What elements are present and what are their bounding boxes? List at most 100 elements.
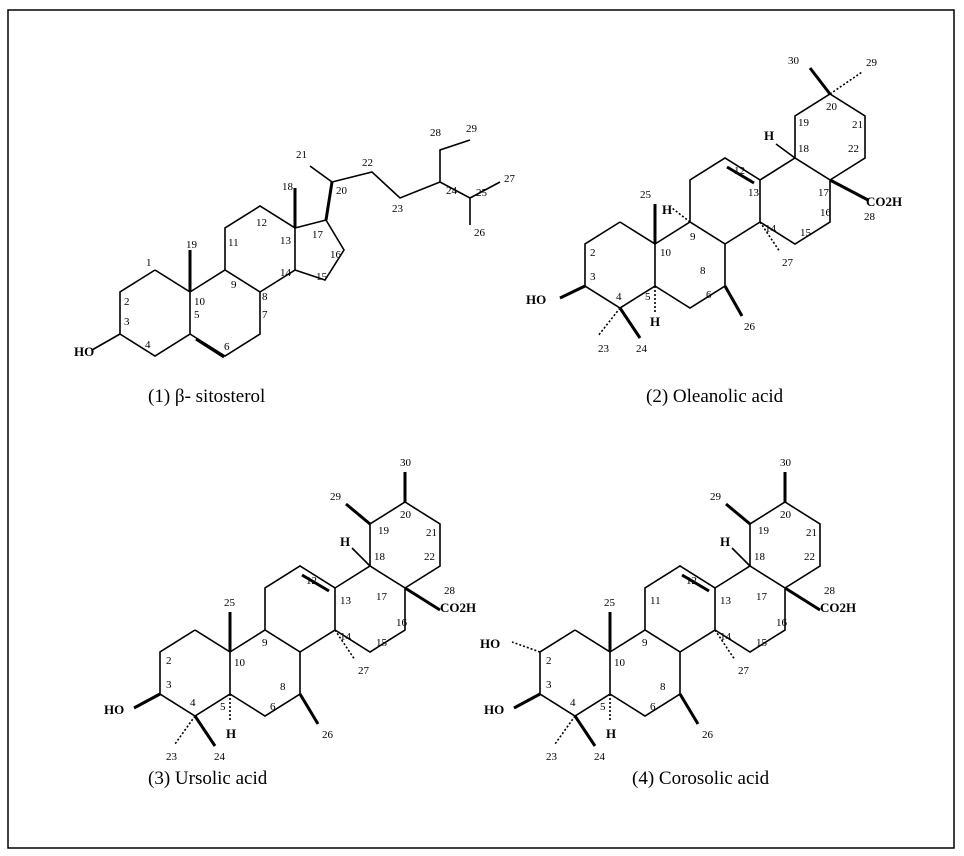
svg-text:1: 1 [146, 257, 152, 269]
svg-text:29: 29 [866, 57, 878, 69]
carboxyl-label: CO2H [440, 600, 476, 615]
svg-text:19: 19 [186, 239, 198, 251]
svg-text:18: 18 [798, 143, 810, 155]
svg-text:20: 20 [826, 101, 838, 113]
svg-text:16: 16 [330, 249, 342, 261]
svg-text:3: 3 [546, 679, 552, 691]
svg-text:8: 8 [700, 265, 706, 277]
svg-text:26: 26 [474, 227, 486, 239]
svg-text:22: 22 [362, 157, 373, 169]
svg-text:10: 10 [194, 296, 206, 308]
svg-text:9: 9 [690, 231, 696, 243]
svg-text:23: 23 [598, 343, 610, 355]
caption-ursolic-acid: (3) Ursolic acid [148, 768, 268, 789]
svg-text:24: 24 [446, 185, 458, 197]
svg-text:20: 20 [336, 185, 348, 197]
svg-text:23: 23 [546, 751, 558, 763]
svg-text:25: 25 [640, 189, 652, 201]
svg-text:16: 16 [396, 617, 408, 629]
svg-text:12: 12 [256, 217, 267, 229]
svg-text:3: 3 [166, 679, 172, 691]
hydroxyl-label: HO [526, 292, 546, 307]
svg-text:29: 29 [330, 491, 342, 503]
svg-text:2: 2 [124, 296, 130, 308]
svg-text:27: 27 [358, 665, 370, 677]
hydrogen-label: H [720, 534, 730, 549]
svg-text:5: 5 [194, 309, 200, 321]
svg-text:27: 27 [504, 173, 516, 185]
svg-text:22: 22 [848, 143, 859, 155]
svg-text:4: 4 [190, 697, 196, 709]
svg-text:3: 3 [590, 271, 596, 283]
svg-text:26: 26 [322, 729, 334, 741]
structure-beta-sitosterol [91, 139, 501, 359]
svg-text:27: 27 [782, 257, 794, 269]
hydrogen-label: H [340, 534, 350, 549]
hydrogen-label: H [662, 202, 672, 217]
svg-text:9: 9 [231, 279, 237, 291]
hydroxyl-label: HO [480, 636, 500, 651]
svg-text:6: 6 [706, 289, 712, 301]
caption-oleanolic-acid: (2) Oleanolic acid [646, 386, 784, 407]
svg-text:10: 10 [614, 657, 626, 669]
svg-text:25: 25 [476, 187, 488, 199]
svg-text:10: 10 [234, 657, 246, 669]
svg-text:21: 21 [296, 149, 307, 161]
hydrogen-label: H [764, 128, 774, 143]
svg-text:27: 27 [738, 665, 750, 677]
svg-text:8: 8 [262, 291, 268, 303]
svg-text:8: 8 [280, 681, 286, 693]
caption-corosolic-acid: (4) Corosolic acid [632, 768, 770, 789]
hydrogen-label: H [606, 726, 616, 741]
svg-text:14: 14 [720, 631, 732, 643]
svg-text:8: 8 [660, 681, 666, 693]
svg-text:5: 5 [645, 291, 651, 303]
svg-text:22: 22 [804, 551, 815, 563]
svg-text:21: 21 [852, 119, 863, 131]
svg-text:18: 18 [374, 551, 386, 563]
svg-text:11: 11 [228, 237, 239, 249]
svg-text:14: 14 [280, 267, 292, 279]
structure-ursolic-acid [133, 472, 441, 747]
svg-text:6: 6 [224, 341, 230, 353]
svg-text:28: 28 [444, 585, 456, 597]
svg-text:28: 28 [430, 127, 442, 139]
svg-text:13: 13 [340, 595, 352, 607]
structure-oleanolic-acid [559, 67, 869, 339]
svg-text:30: 30 [780, 457, 792, 469]
svg-text:15: 15 [376, 637, 388, 649]
svg-text:29: 29 [710, 491, 722, 503]
svg-text:15: 15 [756, 637, 768, 649]
svg-text:5: 5 [220, 701, 226, 713]
svg-text:12: 12 [306, 575, 317, 587]
svg-text:13: 13 [720, 595, 732, 607]
svg-text:29: 29 [466, 123, 478, 135]
svg-text:26: 26 [702, 729, 714, 741]
svg-text:17: 17 [376, 591, 388, 603]
labels-ursolic-acid: 2 3 4 5 6 8 9 10 12 13 14 15 16 17 18 19… [104, 457, 476, 763]
svg-text:21: 21 [426, 527, 437, 539]
svg-text:9: 9 [262, 637, 268, 649]
svg-text:6: 6 [270, 701, 276, 713]
labels-beta-sitosterol: 1 2 3 4 5 6 7 8 9 10 11 12 13 14 15 16 1… [74, 123, 516, 359]
hydroxyl-label: HO [484, 702, 504, 717]
structure-corosolic-acid [511, 472, 821, 747]
hydroxyl-label: HO [74, 344, 94, 359]
caption-beta-sitosterol: (1) β- sitosterol [148, 386, 266, 407]
svg-text:3: 3 [124, 316, 130, 328]
svg-text:18: 18 [754, 551, 766, 563]
svg-text:13: 13 [748, 187, 760, 199]
svg-text:21: 21 [806, 527, 817, 539]
svg-text:23: 23 [166, 751, 178, 763]
svg-text:12: 12 [734, 165, 745, 177]
svg-text:19: 19 [758, 525, 770, 537]
figure-border [7, 9, 955, 849]
svg-text:22: 22 [424, 551, 435, 563]
svg-text:14: 14 [765, 223, 777, 235]
svg-text:4: 4 [570, 697, 576, 709]
svg-text:4: 4 [616, 291, 622, 303]
svg-text:25: 25 [224, 597, 236, 609]
hydrogen-label: H [650, 314, 660, 329]
svg-text:20: 20 [780, 509, 792, 521]
